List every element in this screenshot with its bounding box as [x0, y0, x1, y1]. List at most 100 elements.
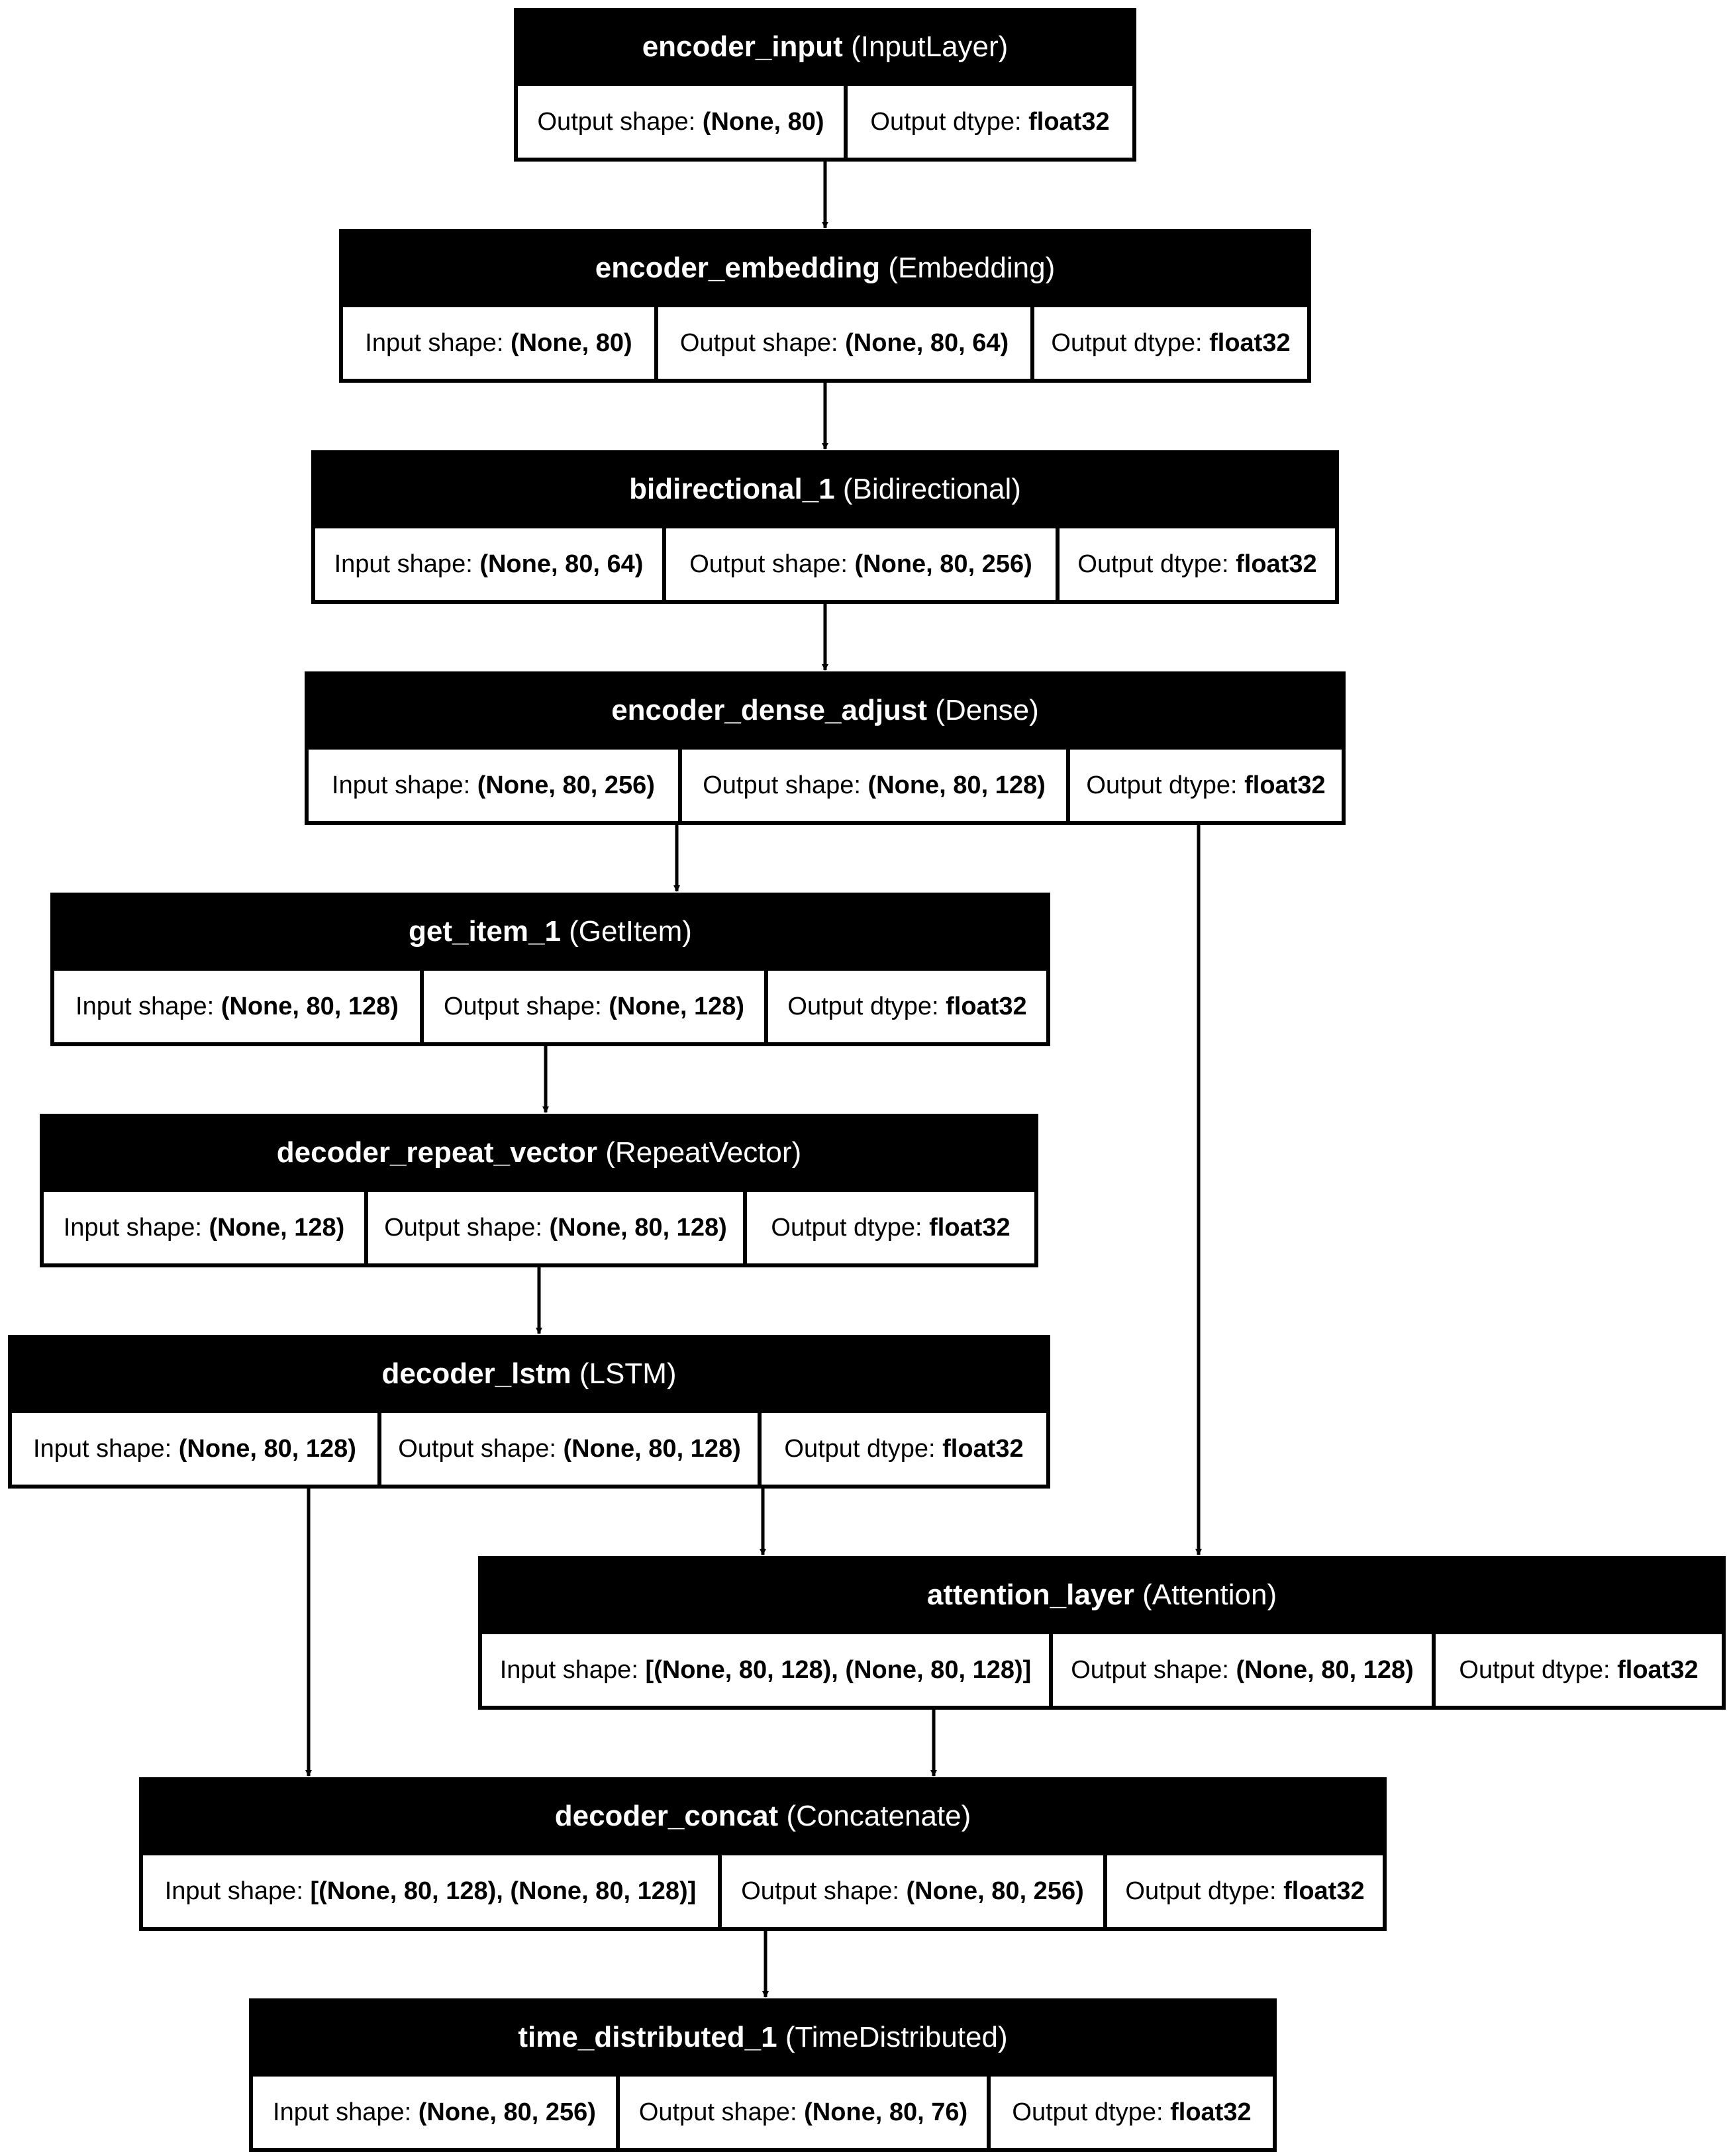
cell-value: (None, 80, 256) [906, 1877, 1084, 1905]
layer-title: decoder_concat (Concatenate) [143, 1781, 1383, 1851]
layer-type: (Attention) [1142, 1579, 1277, 1611]
cell-value: [(None, 80, 128), (None, 80, 128)] [310, 1877, 697, 1905]
layer-node-encoder_embedding: encoder_embedding (Embedding)Input shape… [339, 229, 1311, 383]
layer-node-encoder_input: encoder_input (InputLayer)Output shape: … [514, 8, 1136, 162]
layer-cell: Output shape: (None, 80, 128) [368, 1192, 743, 1263]
layer-cell: Output shape: (None, 80, 64) [658, 307, 1030, 379]
cell-value: (None, 80) [511, 328, 632, 357]
cell-value: (None, 80) [702, 107, 824, 136]
layer-cells: Input shape: (None, 80, 128)Output shape… [54, 967, 1046, 1042]
cell-label: Output dtype: [1125, 1877, 1284, 1905]
layer-cell: Output dtype: float32 [848, 86, 1132, 158]
cell-value: (None, 80, 128) [1236, 1655, 1414, 1684]
cell-value: float32 [1283, 1877, 1365, 1905]
layer-cell: Output dtype: float32 [1034, 307, 1307, 379]
cell-value: (None, 80, 256) [854, 550, 1032, 578]
cell-label: Output dtype: [1086, 771, 1245, 799]
cell-label: Output dtype: [1077, 550, 1236, 578]
cell-value: float32 [1617, 1655, 1699, 1684]
layer-cell: Output shape: (None, 128) [424, 971, 764, 1042]
cell-value: (None, 80, 64) [479, 550, 644, 578]
title-spacer [1134, 1579, 1142, 1612]
layer-cell: Output dtype: float32 [1107, 1855, 1383, 1927]
layer-name: bidirectional_1 [629, 473, 835, 505]
cell-value: [(None, 80, 128), (None, 80, 128)] [645, 1655, 1032, 1684]
layer-node-get_item_1: get_item_1 (GetItem) Input shape: (None, … [50, 893, 1050, 1046]
layer-node-decoder_lstm: decoder_lstm (LSTM) Input shape: (None, 8… [8, 1335, 1050, 1489]
layer-type: (LSTM) [579, 1357, 677, 1390]
layer-node-time_distributed_1: time_distributed_1 (TimeDistributed)Inpu… [249, 1998, 1277, 2152]
cell-label: Output shape: [384, 1213, 550, 1242]
cell-value: (None, 128) [209, 1213, 345, 1242]
layer-title: time_distributed_1 (TimeDistributed) [253, 2002, 1273, 2073]
layer-cell: Input shape: (None, 128) [44, 1192, 364, 1263]
layer-cell: Output dtype: float32 [762, 1413, 1046, 1485]
layer-cells: Input shape: [(None, 80, 128), (None, 80… [143, 1851, 1383, 1927]
layer-cell: Output shape: (None, 80, 128) [682, 750, 1066, 821]
cell-label: Input shape: [164, 1877, 311, 1905]
cell-label: Output dtype: [1459, 1655, 1618, 1684]
layer-cells: Input shape: (None, 80, 256)Output shape… [253, 2073, 1273, 2148]
layer-name: decoder_repeat_vector [276, 1136, 598, 1169]
cell-value: (None, 80, 128) [549, 1213, 727, 1242]
cell-label: Output shape: [1071, 1655, 1236, 1684]
cell-label: Input shape: [365, 328, 511, 357]
cell-value: (None, 80, 128) [563, 1434, 741, 1463]
layer-cells: Input shape: (None, 128)Output shape: (N… [44, 1188, 1034, 1263]
layer-name: decoder_lstm [381, 1357, 571, 1390]
layer-cell: Output dtype: float32 [991, 2077, 1273, 2148]
cell-value: float32 [1236, 550, 1317, 578]
layer-node-encoder_dense_adjust: encoder_dense_adjust (Dense)Input shape:… [305, 671, 1346, 825]
layer-type: (Bidirectional) [842, 473, 1021, 505]
cell-value: float32 [942, 1434, 1024, 1463]
layer-cell: Input shape: (None, 80) [343, 307, 654, 379]
cell-label: Input shape: [75, 992, 221, 1020]
layer-node-bidirectional_1: bidirectional_1 (Bidirectional)Input sha… [311, 450, 1339, 604]
layer-type: (Embedding) [888, 252, 1056, 284]
layer-title: decoder_repeat_vector (RepeatVector) [44, 1118, 1034, 1188]
layer-type: (TimeDistributed) [785, 2021, 1008, 2053]
layer-cells: Output shape: (None, 80) Output dtype: fl… [518, 82, 1132, 158]
layer-cells: Input shape: (None, 80, 64)Output shape:… [315, 524, 1335, 600]
cell-label: Output shape: [679, 328, 846, 357]
cell-label: Output shape: [537, 107, 703, 136]
layer-type: (Dense) [935, 694, 1039, 726]
cell-value: (None, 80, 256) [418, 2098, 596, 2126]
layer-cell: Output shape: (None, 80, 128) [381, 1413, 758, 1485]
layer-title: decoder_lstm (LSTM) [12, 1339, 1046, 1409]
layer-title: encoder_embedding (Embedding) [343, 233, 1307, 303]
layer-name: encoder_input [642, 30, 843, 63]
cell-value: float32 [929, 1213, 1011, 1242]
layer-type: (RepeatVector) [605, 1136, 802, 1169]
cell-label: Output dtype: [1051, 328, 1210, 357]
title-spacer [571, 1357, 579, 1391]
layer-cell: Output dtype: float32 [1070, 750, 1342, 821]
cell-label: Input shape: [33, 1434, 179, 1463]
cell-value: (None, 80, 256) [477, 771, 655, 799]
cell-value: (None, 80, 76) [804, 2098, 968, 2126]
title-spacer [597, 1136, 605, 1169]
layer-title: attention_layer (Attention) [482, 1560, 1722, 1630]
layer-cell: Output dtype: float32 [768, 971, 1046, 1042]
layer-cell: Output dtype: float32 [1060, 528, 1335, 600]
layer-cell: Output shape: (None, 80, 76) [620, 2077, 987, 2148]
layer-cell: Input shape: [(None, 80, 128), (None, 80… [482, 1634, 1049, 1706]
layer-title: bidirectional_1 (Bidirectional) [315, 454, 1335, 524]
title-spacer [777, 2021, 785, 2054]
layer-name: get_item_1 [409, 915, 561, 948]
cell-value: (None, 80, 128) [867, 771, 1046, 799]
layer-cells: Input shape: (None, 80)Output shape: (No… [343, 303, 1307, 379]
layer-cells: Input shape: [(None, 80, 128), (None, 80… [482, 1630, 1722, 1706]
layer-cell: Output shape: (None, 80, 128) [1053, 1634, 1432, 1706]
layer-title: encoder_input (InputLayer) [518, 12, 1132, 82]
layer-type: (GetItem) [569, 915, 692, 948]
cell-label: Input shape: [63, 1213, 209, 1242]
cell-value: (None, 80, 64) [845, 328, 1009, 357]
cell-label: Output dtype: [771, 1213, 930, 1242]
cell-label: Output shape: [689, 550, 855, 578]
layer-node-decoder_repeat_vector: decoder_repeat_vector (RepeatVector)Inpu… [40, 1114, 1038, 1267]
layer-node-attention_layer: attention_layer (Attention)Input shape: … [478, 1556, 1726, 1710]
cell-label: Input shape: [332, 771, 477, 799]
